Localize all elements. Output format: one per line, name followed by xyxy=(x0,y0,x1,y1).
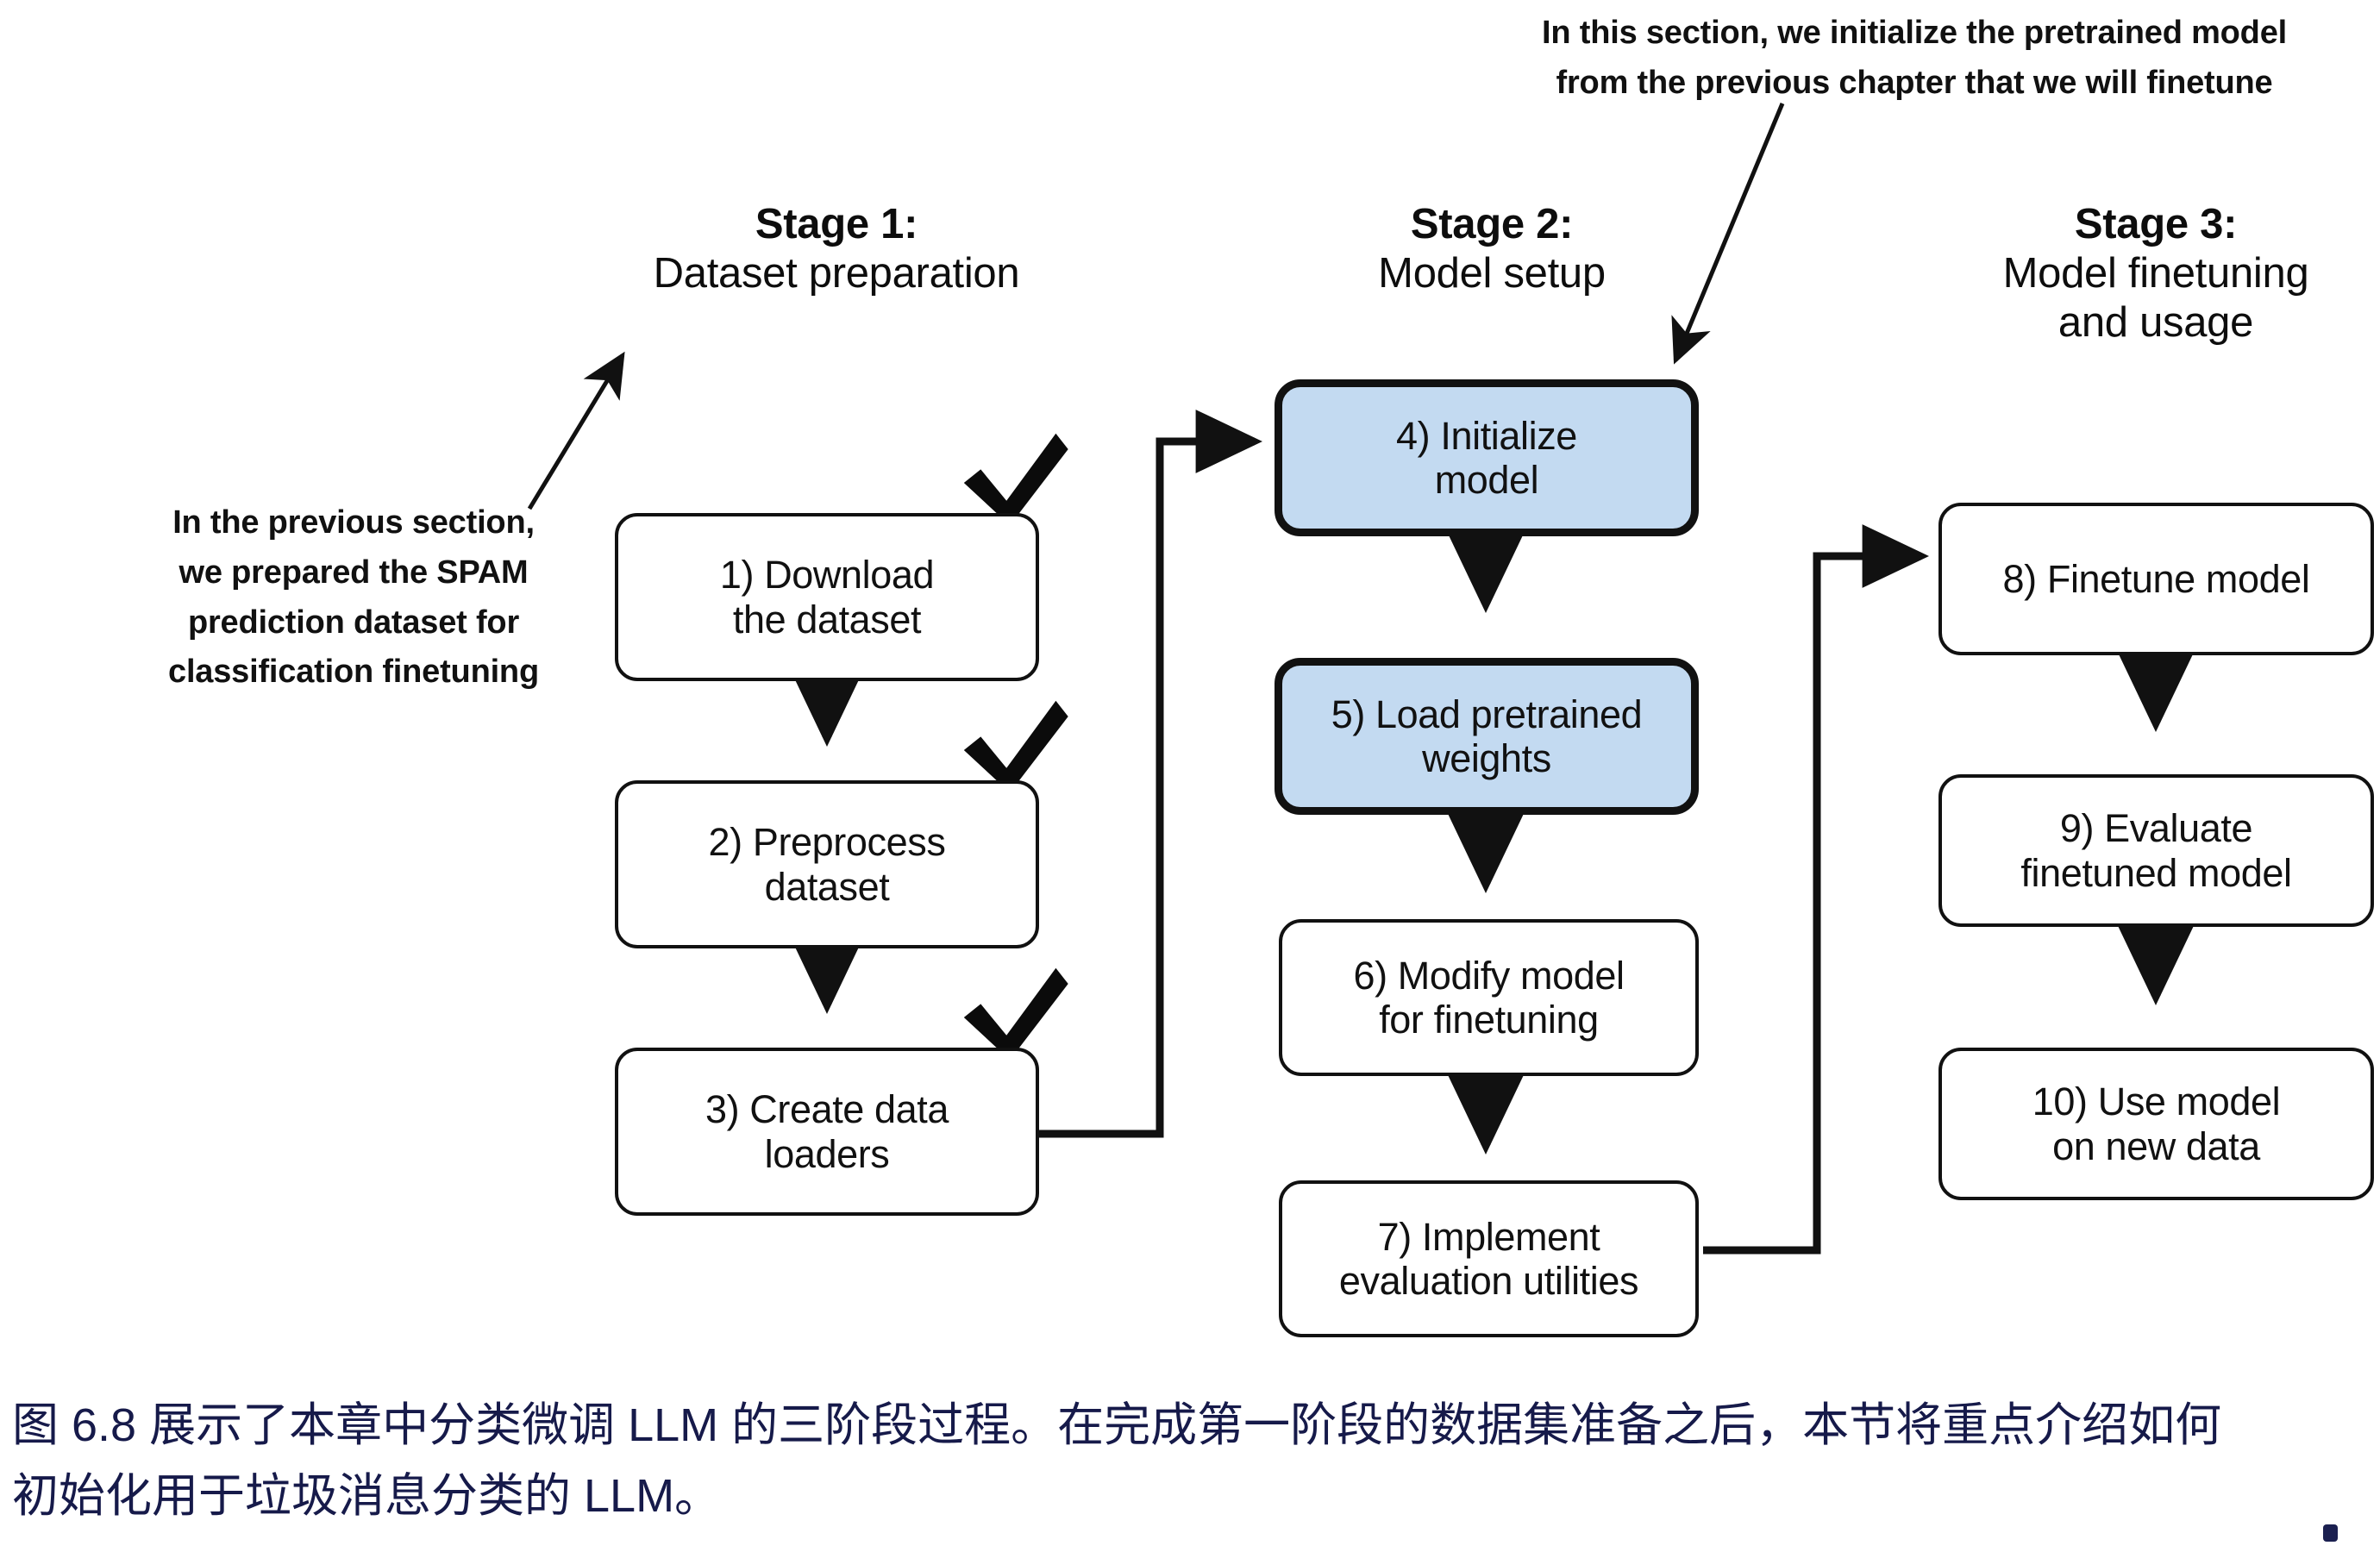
node-modify-model-for-finetuning[interactable]: 6) Modify model for finetuning xyxy=(1279,919,1699,1076)
stage-1-heading: Stage 1: Dataset preparation xyxy=(595,200,1078,298)
stage-2-heading: Stage 2: Model setup xyxy=(1250,200,1733,298)
check-mark-icon xyxy=(963,433,1068,526)
node-initialize-model-line-2: model xyxy=(1434,458,1539,502)
callout-this-section-line-1: In this section, we initialize the pretr… xyxy=(1542,15,2287,51)
node-modify-model-for-finetuning-label: 6) Modify model for finetuning xyxy=(1353,953,1625,1042)
node-implement-evaluation-utilities-line-2: evaluation utilities xyxy=(1338,1259,1639,1303)
node-initialize-model-line-1: 4) Initialize xyxy=(1396,413,1577,458)
callout-previous-section-line-3: prediction dataset for xyxy=(187,604,520,641)
node-preprocess-dataset[interactable]: 2) Preprocess dataset xyxy=(615,780,1039,948)
node-load-pretrained-weights-line-1: 5) Load pretrained xyxy=(1331,692,1643,736)
stage-1-subtitle: Dataset preparation xyxy=(653,249,1020,297)
node-load-pretrained-weights[interactable]: 5) Load pretrained weights xyxy=(1275,658,1699,815)
stage-3-subtitle-line-1: Model finetuning xyxy=(2002,249,2309,297)
node-create-data-loaders-label: 3) Create data loaders xyxy=(705,1087,949,1176)
figure-caption: 图 6.8 展示了本章中分类微调 LLM 的三阶段过程。在完成第一阶段的数据集准… xyxy=(12,1390,2358,1531)
node-preprocess-dataset-label: 2) Preprocess dataset xyxy=(709,820,946,909)
node-download-the-dataset-label: 1) Download the dataset xyxy=(719,553,935,641)
node-evaluate-finetuned-model-line-2: finetuned model xyxy=(2020,850,2292,895)
node-finetune-model-line-1: 8) Finetune model xyxy=(2002,556,2310,601)
node-create-data-loaders[interactable]: 3) Create data loaders xyxy=(615,1048,1039,1216)
node-evaluate-finetuned-model-line-1: 9) Evaluate xyxy=(2059,806,2253,851)
node-download-the-dataset-line-2: the dataset xyxy=(732,597,922,641)
node-use-model-on-new-data-line-1: 10) Use model xyxy=(2032,1080,2281,1124)
leader-arrow-left-callout xyxy=(527,351,625,510)
flowchart-figure: Stage 1: Dataset preparation Stage 2: Mo… xyxy=(129,9,2380,1337)
node-create-data-loaders-line-1: 3) Create data xyxy=(705,1087,949,1132)
node-implement-evaluation-utilities[interactable]: 7) Implement evaluation utilities xyxy=(1279,1180,1699,1337)
node-initialize-model[interactable]: 4) Initialize model xyxy=(1275,379,1699,536)
check-mark-icon xyxy=(963,700,1068,793)
stage-2-subtitle: Model setup xyxy=(1378,249,1606,297)
node-download-the-dataset-line-1: 1) Download xyxy=(719,553,935,598)
stage-3-heading: Stage 3: Model finetuning and usage xyxy=(1914,200,2380,347)
node-load-pretrained-weights-label: 5) Load pretrained weights xyxy=(1331,692,1643,781)
node-modify-model-for-finetuning-line-1: 6) Modify model xyxy=(1353,953,1625,998)
node-implement-evaluation-utilities-label: 7) Implement evaluation utilities xyxy=(1338,1214,1639,1304)
figure-caption-line-1: 图 6.8 展示了本章中分类微调 LLM 的三阶段过程。在完成第一阶段的数据集准… xyxy=(12,1399,2222,1451)
connector-stage1-to-stage2 xyxy=(1039,410,1263,1138)
node-use-model-on-new-data[interactable]: 10) Use model on new data xyxy=(1938,1048,2374,1200)
node-download-the-dataset[interactable]: 1) Download the dataset xyxy=(615,513,1039,681)
callout-previous-section-line-1: In the previous section, xyxy=(172,504,535,541)
node-finetune-model-label: 8) Finetune model xyxy=(2003,557,2310,601)
cursor-dot xyxy=(2323,1524,2338,1542)
node-preprocess-dataset-line-1: 2) Preprocess xyxy=(708,820,946,865)
callout-this-section-line-2: from the previous chapter that we will f… xyxy=(1556,64,2273,101)
node-evaluate-finetuned-model[interactable]: 9) Evaluate finetuned model xyxy=(1938,774,2374,927)
callout-previous-section: In the previous section, we prepared the… xyxy=(129,498,578,698)
stage-3-subtitle-line-2: and usage xyxy=(2057,298,2254,346)
stage-2-title: Stage 2: xyxy=(1410,201,1574,247)
node-create-data-loaders-line-2: loaders xyxy=(764,1131,890,1176)
node-evaluate-finetuned-model-label: 9) Evaluate finetuned model xyxy=(2020,806,2292,895)
node-modify-model-for-finetuning-line-2: for finetuning xyxy=(1379,998,1599,1042)
stage-3-title: Stage 3: xyxy=(2074,201,2238,247)
node-initialize-model-label: 4) Initialize model xyxy=(1396,414,1577,503)
callout-previous-section-line-2: we prepared the SPAM xyxy=(178,554,529,591)
node-use-model-on-new-data-line-2: on new data xyxy=(2052,1123,2260,1168)
node-load-pretrained-weights-line-2: weights xyxy=(1422,736,1551,780)
node-use-model-on-new-data-label: 10) Use model on new data xyxy=(2032,1080,2281,1168)
figure-caption-line-2: 初始化用于垃圾消息分类的 LLM。 xyxy=(12,1470,722,1523)
connector-stage2-to-stage3 xyxy=(1703,524,1930,1255)
check-mark-icon xyxy=(963,967,1068,1061)
callout-this-section: In this section, we initialize the pretr… xyxy=(1466,9,2363,109)
node-finetune-model[interactable]: 8) Finetune model xyxy=(1938,503,2374,655)
node-preprocess-dataset-line-2: dataset xyxy=(764,864,890,909)
stage-1-title: Stage 1: xyxy=(755,201,918,247)
callout-previous-section-line-4: classification finetuning xyxy=(168,654,539,691)
node-implement-evaluation-utilities-line-1: 7) Implement xyxy=(1377,1214,1600,1259)
